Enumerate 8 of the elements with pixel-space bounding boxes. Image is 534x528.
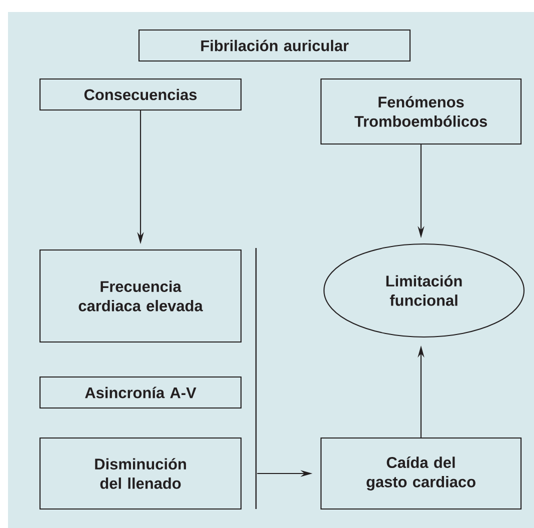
process-box: Fibrilación auricular (138, 29, 411, 62)
process-box: Fenómenos Tromboembólicos (320, 78, 522, 145)
ellipse-node: Limitación funcional (323, 243, 525, 338)
process-box: Disminución del llenado (39, 437, 242, 510)
process-box: Consecuencias (39, 78, 242, 111)
process-box: Caída del gasto cardiaco (320, 437, 522, 510)
process-box: Frecuencia cardiaca elevada (39, 249, 242, 343)
process-box: Asincronía A-V (39, 376, 242, 409)
